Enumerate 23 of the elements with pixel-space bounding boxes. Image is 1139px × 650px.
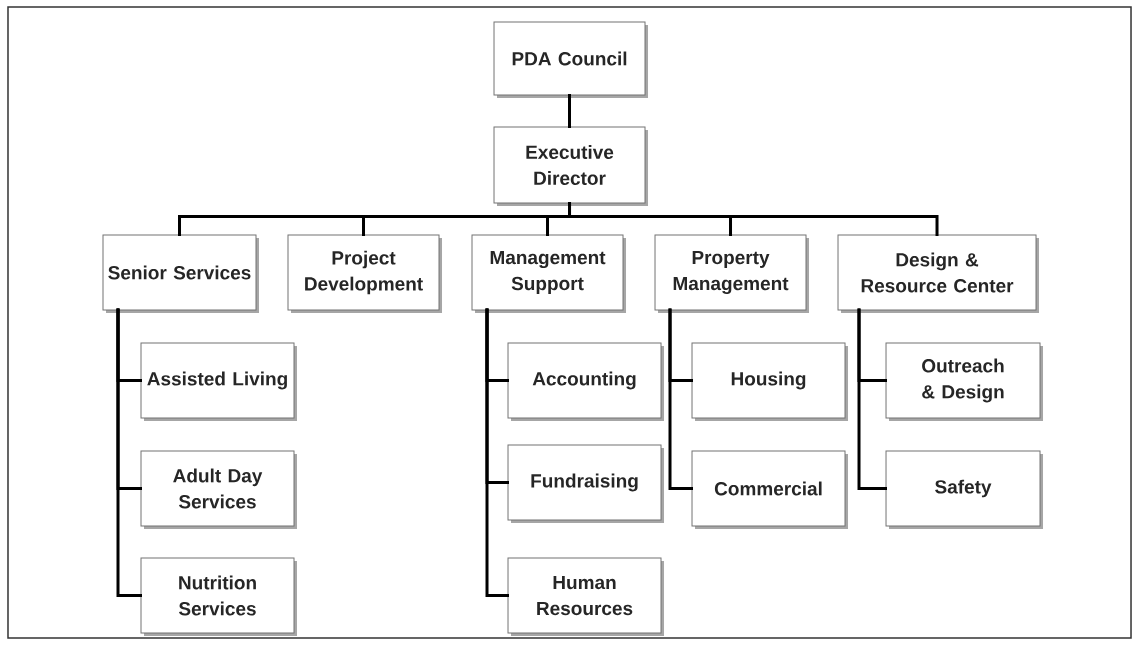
org-box: Human Resources (507, 557, 664, 636)
org-box: Fundraising (507, 444, 664, 523)
connector-line (568, 94, 571, 128)
connector-line (668, 308, 693, 490)
org-box: Safety (885, 450, 1043, 529)
connector-line (116, 308, 142, 597)
org-box: Commercial (691, 450, 848, 529)
org-box: Executive Director (493, 126, 648, 206)
org-box: Outreach & Design (885, 342, 1043, 421)
org-box: Adult Day Services (140, 450, 297, 529)
connector-line (568, 202, 939, 236)
org-box: PDA Council (493, 21, 648, 98)
org-box: Assisted Living (140, 342, 297, 421)
org-box: Nutrition Services (140, 557, 297, 636)
connector-line (485, 308, 509, 597)
org-box: Management Support (471, 234, 626, 313)
connector-line (857, 308, 887, 490)
org-box: Property Management (654, 234, 809, 313)
org-box: Housing (691, 342, 848, 421)
org-box: Project Development (287, 234, 442, 313)
org-box: Accounting (507, 342, 664, 421)
org-box: Design & Resource Center (837, 234, 1039, 313)
org-box: Senior Services (102, 234, 259, 313)
